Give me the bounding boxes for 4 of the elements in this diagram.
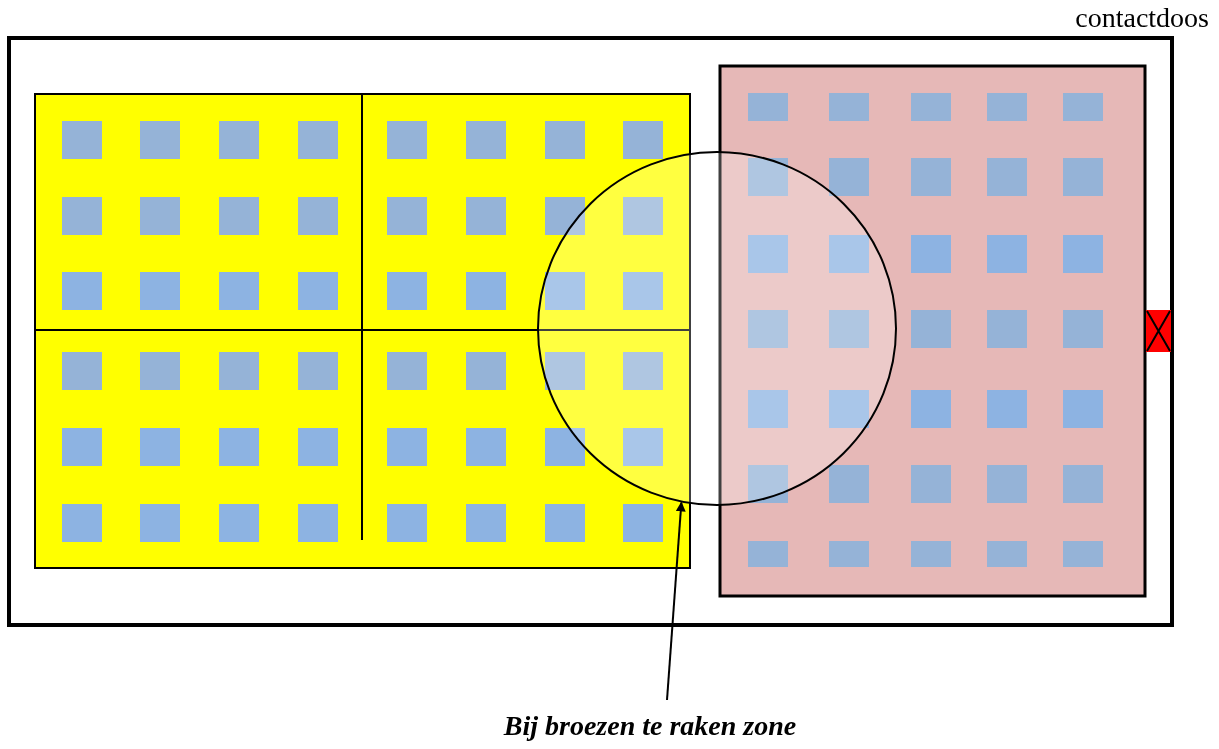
callout-text: Bij broezen te raken zone: [440, 710, 860, 748]
arrow: [666, 501, 686, 701]
socket-label: contactdoos: [1075, 2, 1209, 34]
zone-circle: [537, 151, 897, 506]
